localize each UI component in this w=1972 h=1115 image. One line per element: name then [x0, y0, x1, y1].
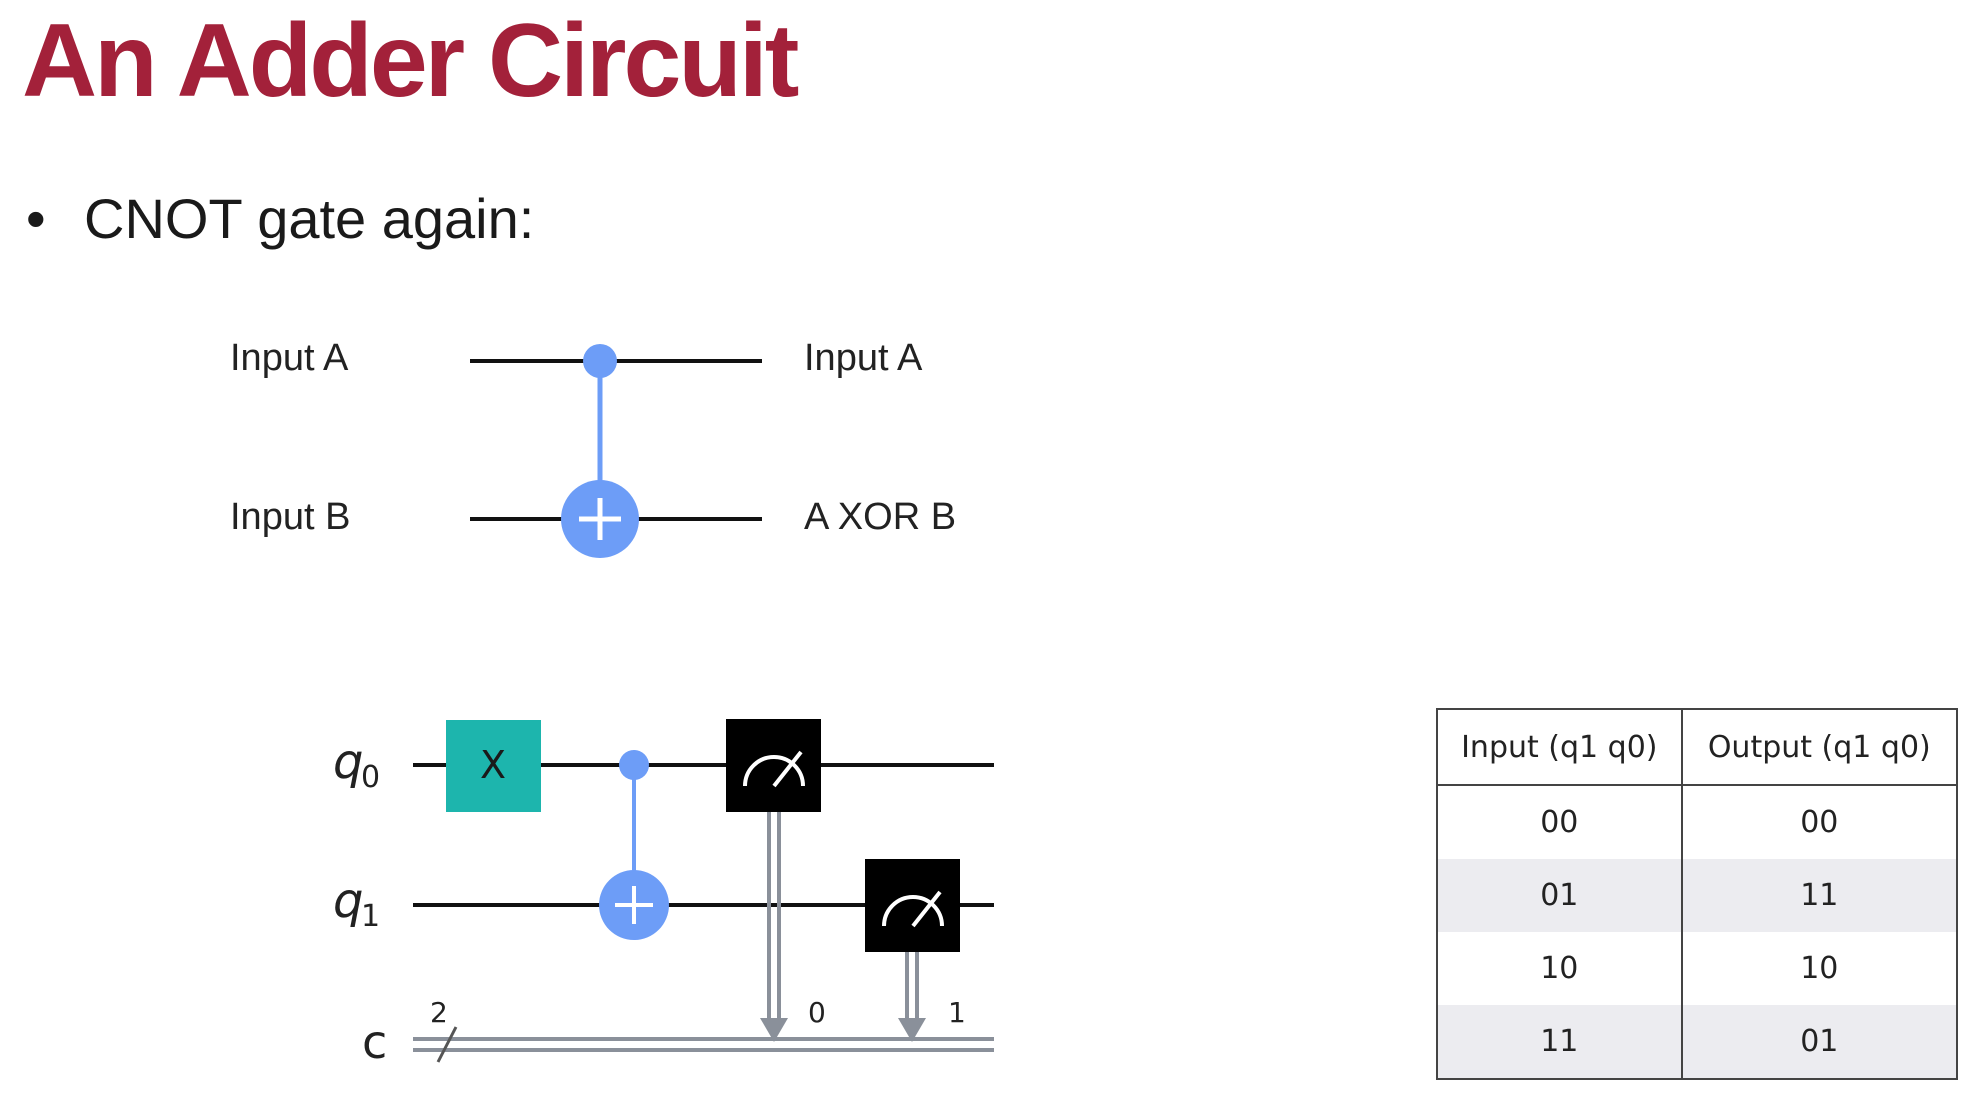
slide-title: An Adder Circuit — [22, 3, 799, 119]
truth-table-header-row: Input (q1 q0) Output (q1 q0) — [1436, 708, 1959, 786]
table-cell-output: 00 — [1680, 785, 1959, 859]
qubit-0-label: q — [333, 734, 363, 790]
table-row: 11 01 — [1436, 1005, 1959, 1079]
cnot-control-dot — [583, 344, 617, 378]
table-cell-input: 10 — [1436, 932, 1683, 1005]
meter-icon — [743, 750, 805, 788]
classical-width-label: 2 — [430, 996, 448, 1029]
qubit-1-index: 1 — [361, 899, 380, 934]
cnot-input-a-label: Input A — [230, 337, 349, 379]
table-cell-input: 11 — [1436, 1005, 1683, 1079]
table-cell-output: 11 — [1680, 859, 1959, 932]
qubit-0-index: 0 — [361, 760, 380, 795]
circuit-cnot-control-dot — [619, 750, 649, 780]
table-cell-input: 00 — [1436, 785, 1683, 859]
measure-0-target-label: 0 — [808, 996, 826, 1029]
measure-1-target-label: 1 — [948, 996, 966, 1029]
quantum-circuit: q 0 q 1 c 2 X — [333, 719, 994, 1069]
qubit-1-label: q — [333, 873, 363, 929]
table-cell-input: 01 — [1436, 859, 1683, 932]
table-row: 10 10 — [1436, 932, 1959, 1005]
x-gate-label: X — [480, 743, 506, 787]
cnot-output-b-label: A XOR B — [804, 496, 957, 538]
table-cell-output: 01 — [1680, 1005, 1959, 1079]
bullet-text: CNOT gate again: — [84, 187, 535, 250]
table-row: 01 11 — [1436, 859, 1959, 932]
meter-icon — [882, 890, 944, 928]
bullet-item: • CNOT gate again: — [26, 186, 534, 251]
truth-table-header-output: Output (q1 q0) — [1680, 708, 1959, 786]
truth-table: Input (q1 q0) Output (q1 q0) 00 00 01 11… — [1436, 708, 1959, 1080]
classical-width-slash — [436, 1026, 458, 1063]
cnot-output-a-label: Input A — [804, 337, 923, 379]
cnot-target-icon — [561, 480, 639, 558]
cnot-diagram — [470, 344, 762, 558]
measure-q0-gate — [726, 719, 821, 1042]
measure-q1-gate — [865, 859, 960, 1042]
x-gate: X — [446, 720, 541, 812]
truth-table-header-input: Input (q1 q0) — [1436, 708, 1683, 786]
table-cell-output: 10 — [1680, 932, 1959, 1005]
table-row: 00 00 — [1436, 785, 1959, 859]
classical-register-label: c — [362, 1015, 387, 1069]
bullet-dot-icon: • — [26, 187, 46, 250]
circuit-cnot-target-icon — [599, 870, 669, 940]
cnot-input-b-label: Input B — [230, 496, 351, 538]
